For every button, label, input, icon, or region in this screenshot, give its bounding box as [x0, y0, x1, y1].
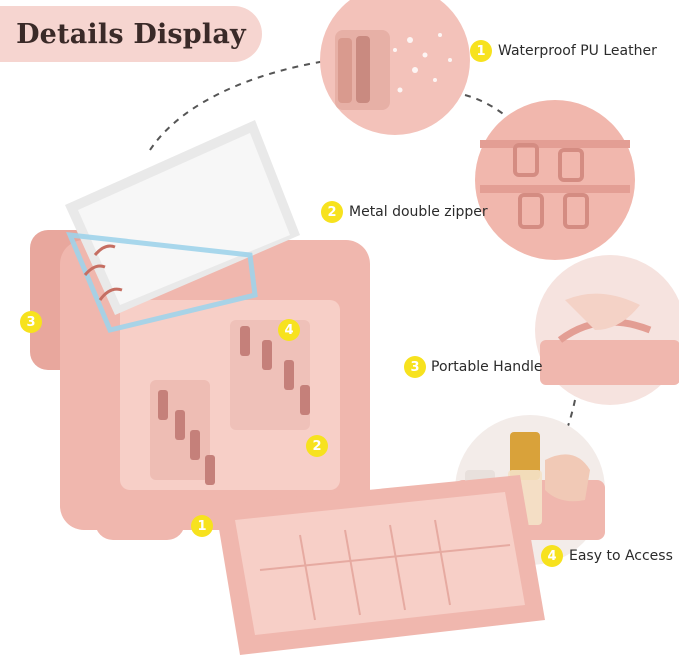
detail-circle-zipper: [475, 100, 635, 260]
mirror: [65, 120, 300, 333]
main-bag: [30, 230, 545, 655]
callout-badge-4: 4: [278, 319, 300, 341]
detail-circle-handle: [535, 255, 679, 405]
page-title: Details Display: [16, 18, 246, 50]
feature-label-access: Easy to Access: [569, 548, 673, 564]
feature-label-zipper: Metal double zipper: [349, 204, 488, 220]
feature-label-waterproof: Waterproof PU Leather: [498, 43, 657, 59]
callout-badge-2: 2: [306, 435, 328, 457]
callout-badge-3: 3: [20, 311, 42, 333]
title-banner: Details Display: [0, 6, 262, 62]
feature-badge-1: 1: [470, 40, 492, 62]
feature-badge-4: 4: [541, 545, 563, 567]
feature-badge-3: 3: [404, 356, 426, 378]
callout-badge-1: 1: [191, 515, 213, 537]
detail-circle-waterproof: [320, 0, 470, 135]
feature-label-handle: Portable Handle: [431, 359, 543, 375]
feature-badge-2: 2: [321, 201, 343, 223]
